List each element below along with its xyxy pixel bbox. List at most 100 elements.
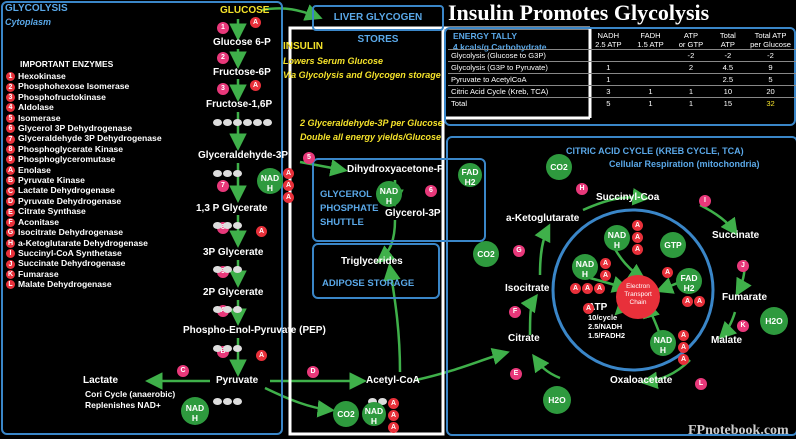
pep-label: Phospho-Enol-Pyruvate (PEP)	[183, 325, 326, 336]
phosphate-dots	[213, 392, 243, 410]
insulin-line-1: Lowers Serum Glucose	[283, 56, 384, 66]
tally-cell: 1	[586, 73, 630, 86]
tally-cell: 1	[671, 97, 711, 109]
glycolysis-header: GLYCOLYSIS	[5, 3, 68, 14]
adipose-label: ADIPOSE STORAGE	[322, 278, 415, 289]
enzyme-name: Glycerol 3P Dehydrogenase	[18, 123, 132, 134]
lactate-note-2: Replenishes NAD+	[85, 400, 161, 410]
tally-cell: 1	[586, 61, 630, 74]
tally-title: ENERGY TALLY	[453, 31, 518, 41]
liver-glycogen-label: LIVER GLYCOGEN STORES	[333, 12, 423, 45]
tally-cell	[629, 49, 672, 62]
tally-cell: 1	[629, 85, 672, 98]
step-badge-h: H	[576, 183, 588, 195]
atp-circle: A	[632, 244, 643, 255]
tally-cell: 4.5	[710, 61, 746, 74]
enzyme-name: Succinate Dehydrogenase	[18, 258, 126, 269]
enzyme-name: Aconitase	[18, 216, 60, 227]
glycolysis-panel	[1, 1, 283, 435]
oxaloacetate-label: Oxaloacetate	[610, 375, 673, 386]
step-badge-e: E	[510, 368, 522, 380]
atp-circle: A	[600, 270, 611, 281]
atp-circle: A	[594, 283, 605, 294]
triglycerides-label: Triglycerides	[341, 256, 403, 267]
co2-circle: CO2	[333, 401, 359, 427]
enzyme-key-badge: G	[6, 228, 15, 238]
tca-cycle-ring	[551, 208, 715, 372]
enzyme-key-badge: C	[6, 186, 15, 196]
atp-circle: A	[570, 283, 581, 294]
tca-panel	[446, 136, 796, 436]
step-badge-5: 5	[303, 152, 315, 164]
acetylcoa-label: Acetyl-CoA	[366, 375, 420, 386]
enzyme-key-badge: 5	[6, 113, 15, 123]
tally-cell: 5	[745, 73, 796, 86]
atp-circle: A	[682, 296, 693, 307]
atp-circle: A	[388, 422, 399, 433]
phosphate-dots	[213, 164, 243, 182]
tally-cell: 1	[629, 97, 672, 109]
enzyme-name: Lactate Dehydrogenase	[18, 185, 115, 196]
enzyme-name: Citrate Synthase	[18, 206, 86, 217]
step-badge-g: G	[513, 245, 525, 257]
tally-cell	[629, 61, 672, 74]
enzyme-name: Pyruvate Dehydrogenase	[18, 195, 122, 206]
enzyme-name: Aldolase	[18, 102, 54, 113]
tally-row-label: Glycolysis (G3P to Pyruvate)	[448, 61, 587, 74]
enzyme-key-badge: 6	[6, 124, 15, 134]
enzyme-key-badge: 9	[6, 155, 15, 165]
enzyme-name: Phosphoglyceromutase	[18, 154, 116, 165]
co2-circle: CO2	[546, 154, 572, 180]
fumarate-label: Fumarate	[722, 292, 768, 303]
phosphate-dots	[213, 300, 243, 318]
enzyme-name: Glyceraldehyde 3P Dehydrogenase	[18, 133, 162, 144]
atp-circle: A	[283, 180, 294, 191]
tally-cell	[671, 73, 711, 86]
glucose-label: GLUCOSE	[220, 5, 270, 16]
atp-circle: A	[678, 342, 689, 353]
shuttle-label-2: PHOSPHATE	[320, 203, 379, 214]
insulin-line-2: Via Glycolysis and Glycogen storage	[283, 70, 441, 80]
atp-circle: A	[250, 80, 261, 91]
enzyme-key-badge: 1	[6, 72, 15, 82]
liver-glycogen-panel: LIVER GLYCOGEN STORES	[312, 5, 444, 45]
insulin-title: INSULIN	[283, 41, 323, 52]
phosphate-dots	[213, 260, 243, 278]
tally-cell: -2	[745, 49, 796, 62]
insulin-highlight-frame	[288, 26, 445, 436]
citrate-label: Citrate	[508, 333, 540, 344]
enzyme-name: a-Ketoglutarate Dehydrogenase	[18, 237, 148, 248]
isocitrate-label: Isocitrate	[505, 283, 550, 294]
atp-circle: A	[662, 267, 673, 278]
enzyme-key-badge: J	[6, 259, 15, 269]
succinate-label: Succinate	[712, 230, 760, 241]
co2-circle: CO2	[473, 241, 499, 267]
step-badge-2: 2	[217, 52, 229, 64]
tally-cell: 20	[745, 85, 796, 98]
tally-cell: 2	[671, 61, 711, 74]
